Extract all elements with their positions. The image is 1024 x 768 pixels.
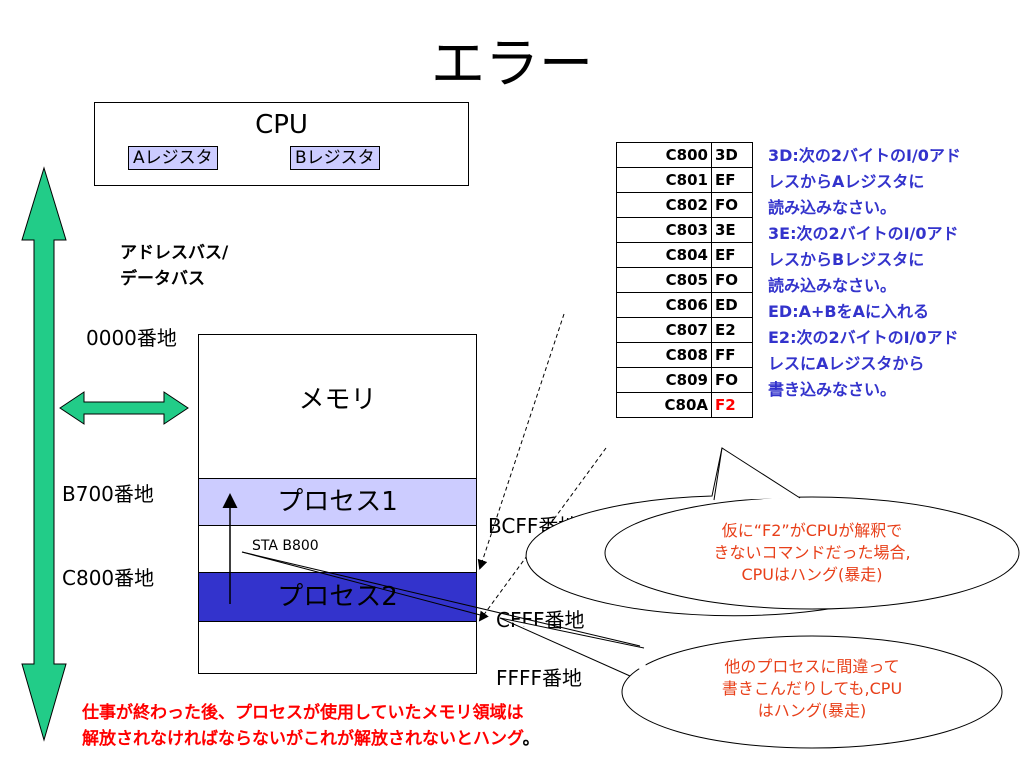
callout1-tail (716, 448, 800, 500)
description-line: レスにAレジスタから (768, 354, 925, 373)
sta-line-1 (241, 551, 485, 617)
description-line: 3D:次の2バイトのI/0アド (768, 146, 961, 165)
table-address-cell: C805 (616, 267, 712, 293)
address-ffff: FFFF番地 (496, 666, 583, 690)
table-value-cell: 3E (711, 217, 753, 243)
address-b700: B700番地 (62, 482, 154, 506)
cpu-label: CPU (255, 110, 308, 140)
description-line: レスからBレジスタに (768, 250, 925, 269)
bus-label-line2: データバス (120, 269, 205, 289)
instruction-description: 3D:次の2バイトのI/0アド レスからAレジスタに 読み込みなさい。 3E:次… (768, 143, 1018, 403)
bus-label-line1: アドレスバス/ (120, 243, 229, 263)
callout2-tail-bottom (499, 617, 631, 677)
process2-block: プロセス2 (198, 572, 477, 622)
table-address-cell: C809 (616, 367, 712, 393)
description-line: 書き込みなさい。 (768, 380, 897, 399)
register-b: Bレジスタ (290, 146, 380, 170)
description-line: 読み込みなさい。 (768, 276, 897, 295)
callout1-text: 仮に“F2”がCPUが解釈で きないコマンドだった場合, CPUはハング(暴走) (630, 520, 994, 586)
bottom-note-line1: 仕事が終わった後、プロセスが使用していたメモリ領域は (82, 703, 524, 723)
memory-label: メモリ (298, 385, 377, 415)
callout1-line2: きないコマンドだった場合, (713, 543, 911, 562)
address-c800: C800番地 (62, 566, 155, 590)
bottom-note-period: 。 (522, 729, 540, 749)
dashed-line-top (477, 313, 565, 570)
callout2-text: 他のプロセスに間違って 書きこんだりしても,CPU はハング(暴走) (640, 656, 984, 722)
instruction-label: STA B800 (252, 538, 319, 554)
callout1-ellipse (604, 496, 1020, 610)
table-value-cell: ED (711, 292, 753, 318)
table-address-cell: C804 (616, 242, 712, 268)
bus-label: アドレスバス/ データバス (120, 240, 228, 292)
bottom-note-line2-text: 解放されなければならないがこれが解放されないとハング (82, 729, 523, 749)
table-value-cell: EF (711, 242, 753, 268)
callout1-line3: CPUはハング(暴走) (741, 565, 883, 584)
table-value-cell: E2 (711, 317, 753, 343)
bus-vertical-arrow (21, 166, 67, 742)
callout1-line1: 仮に“F2”がCPUが解釈で (721, 521, 903, 540)
table-value-cell: FO (711, 267, 753, 293)
sta-line-2 (241, 551, 641, 647)
table-value-cell: F2 (711, 392, 753, 418)
bus-horizontal-arrow (59, 391, 189, 425)
table-address-cell: C802 (616, 192, 712, 218)
callout1-tail-left (713, 447, 723, 501)
table-address-cell: C803 (616, 217, 712, 243)
description-line: E2:次の2バイトのI/0アド (768, 328, 959, 347)
callout2-line3: はハング(暴走) (757, 701, 867, 720)
table-value-cell: EF (711, 167, 753, 193)
table-value-cell: 3D (711, 142, 753, 168)
description-line: レスからAレジスタに (768, 172, 925, 191)
table-value-cell: FO (711, 367, 753, 393)
description-line: 読み込みなさい。 (768, 198, 897, 217)
callout2-ellipse (621, 635, 1003, 749)
table-value-cell: FF (711, 342, 753, 368)
page-title: エラー (431, 32, 593, 95)
table-address-cell: C801 (616, 167, 712, 193)
address-0000: 0000番地 (86, 326, 177, 350)
callout2-tail (500, 618, 648, 672)
callout2-line1: 他のプロセスに間違って (724, 657, 900, 676)
description-line: 3E:次の2バイトのI/0アド (768, 224, 959, 243)
callout2-tail-top (499, 617, 645, 649)
bottom-note-line2: 解放されなければならないがこれが解放されないとハング。 (82, 726, 540, 752)
description-line: ED:A+BをAに入れる (768, 302, 929, 321)
table-address-cell: C80A (616, 392, 712, 418)
table-value-cell: FO (711, 192, 753, 218)
cpu-box (94, 102, 469, 186)
register-a: Aレジスタ (128, 146, 218, 170)
process1-block: プロセス1 (198, 478, 477, 526)
table-address-cell: C800 (616, 142, 712, 168)
callout1-tail-right (721, 447, 801, 499)
callout2-line2: 書きこんだりしても,CPU (721, 679, 903, 698)
bottom-note: 仕事が終わった後、プロセスが使用していたメモリ領域は 解放されなければならないが… (82, 700, 540, 752)
table-address-cell: C806 (616, 292, 712, 318)
table-address-cell: C807 (616, 317, 712, 343)
table-address-cell: C808 (616, 342, 712, 368)
